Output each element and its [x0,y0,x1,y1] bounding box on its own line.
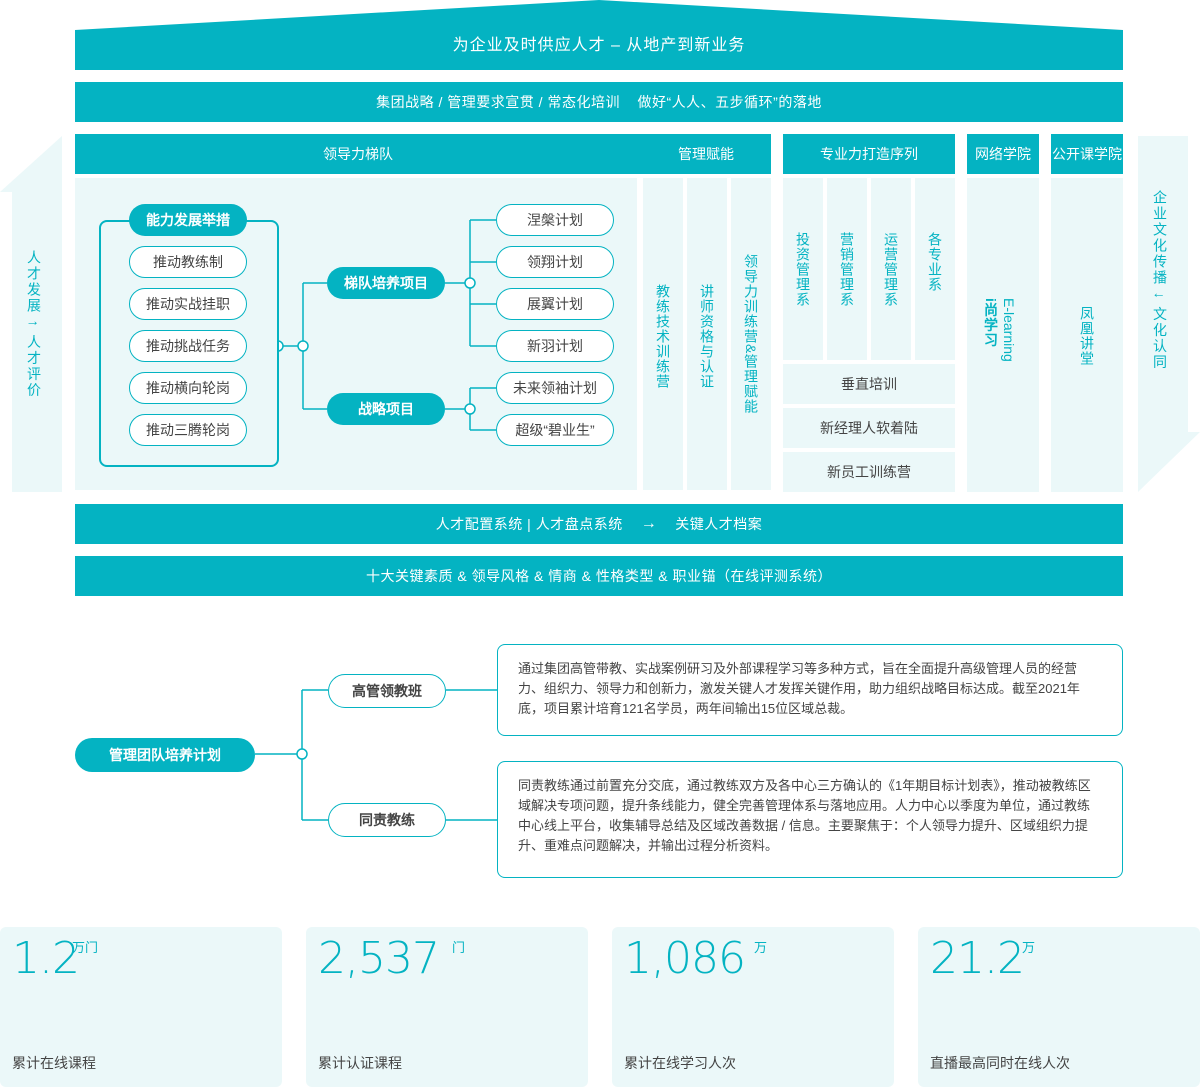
network-col: i尚学习 E-learning [967,178,1039,492]
stat-unit: 万 [754,940,768,955]
ladder-item: 展翼计划 [496,288,614,320]
plan-branch-exec: 高管领教班 [328,674,446,708]
prof-col-operations: 运营管理系 [871,178,911,360]
measure-item: 推动挑战任务 [129,330,247,362]
stat-label: 累计在线课程 [12,1055,96,1071]
stat-unit: 万门 [72,940,99,955]
arrow-right-icon: → [640,515,658,532]
assessment-bar: 十大关键素质 & 领导风格 & 情商 & 性格类型 & 职业锚（在线评测系统） [75,556,1123,596]
stat-label: 直播最高同时在线人次 [930,1055,1070,1071]
stat-number: 21.2 [930,933,1025,984]
ladder-item: 领翔计划 [496,246,614,278]
prof-row-vertical: 垂直培训 [783,364,955,404]
measure-item: 推动横向轮岗 [129,372,247,404]
stat-card-online-learners: 1,086 万 累计在线学习人次 [612,927,894,1087]
stat-unit: 门 [452,940,466,955]
left-side-text: 人才发展 ↑ 人才评价 [26,250,42,399]
stat-label: 累计认证课程 [318,1055,402,1071]
prof-row-new-employee: 新员工训练营 [783,452,955,492]
ladder-item: 涅槃计划 [496,204,614,236]
plan-connectors [255,689,497,821]
stat-card-online-courses: 1.2 万门 累计在线课程 [0,927,282,1087]
prof-col-marketing: 营销管理系 [827,178,867,360]
prof-col-investment: 投资管理系 [783,178,823,360]
stat-label: 累计在线学习人次 [624,1055,736,1071]
measure-item: 推动实战挂职 [129,288,247,320]
header-network: 网络学院 [967,134,1039,174]
plan-branch-coach: 同责教练 [328,803,446,837]
measure-item: 推动三腾轮岗 [129,414,247,446]
strategy-project: 战略项目 [327,393,445,425]
measures-title: 能力发展举措 [129,204,247,236]
mgmt-col-coach: 教练技术训练营 [643,178,683,490]
plan-root: 管理团队培养计划 [75,738,255,772]
talent-system-right: 关键人才档案 [675,516,763,532]
stat-card-certified-courses: 2,537 门 累计认证课程 [306,927,588,1087]
roof-banner [75,0,1123,70]
stat-number: 1,086 [624,933,746,984]
strategy-item: 未来领袖计划 [496,372,614,404]
header-mgmt: 管理赋能 [641,134,771,174]
public-fenghuang: 凤凰讲堂 [1079,306,1095,366]
prof-row-new-manager: 新经理人软着陆 [783,408,955,448]
roof-title: 为企业及时供应人才 – 从地产到新业务 [452,37,746,54]
mgmt-col-leadership: 领导力训练营&管理赋能 [731,178,771,490]
mgmt-col-lecturer: 讲师资格与认证 [687,178,727,490]
network-i-learning: i尚学习 [983,298,999,348]
network-elearning: E-learning [1001,298,1017,362]
measure-item: 推动教练制 [129,246,247,278]
header-public: 公开课学院 [1051,134,1123,174]
talent-system-bar: 人才配置系统 | 人才盘点系统 → 关键人才档案 [75,504,1123,544]
stat-card-live-viewers: 21.2 万 直播最高同时在线人次 [918,927,1200,1087]
plan-desc-exec: 通过集团高管带教、实战案例研习及外部课程学习等多种方式，旨在全面提升高级管理人员… [497,644,1123,736]
strategy-item: 超级“碧业生” [496,414,614,446]
stat-number: 2,537 [318,933,440,984]
header-leadership: 领导力梯队 [75,134,641,174]
stat-unit: 万 [1022,940,1036,955]
public-col: 凤凰讲堂 [1051,178,1123,492]
ladder-item: 新羽计划 [496,330,614,362]
left-up-arrow [0,136,62,492]
header-professional: 专业力打造序列 [783,134,955,174]
plan-desc-coach: 同责教练通过前置充分交底，通过教练双方及各中心三方确认的《1年期目标计划表》，推… [497,761,1123,878]
strategy-bar: 集团战略 / 管理要求宣贯 / 常态化培训 做好“人人、五步循环”的落地 [75,82,1123,122]
prof-col-other: 各专业系 [915,178,955,360]
right-side-text: 企业文化传播 ↓ 文化认同 [1152,190,1168,371]
talent-system-left: 人才配置系统 | 人才盘点系统 [435,516,623,532]
stat-number: 1.2 [12,933,80,984]
ladder-project: 梯队培养项目 [327,267,445,299]
right-down-arrow [1138,136,1200,492]
